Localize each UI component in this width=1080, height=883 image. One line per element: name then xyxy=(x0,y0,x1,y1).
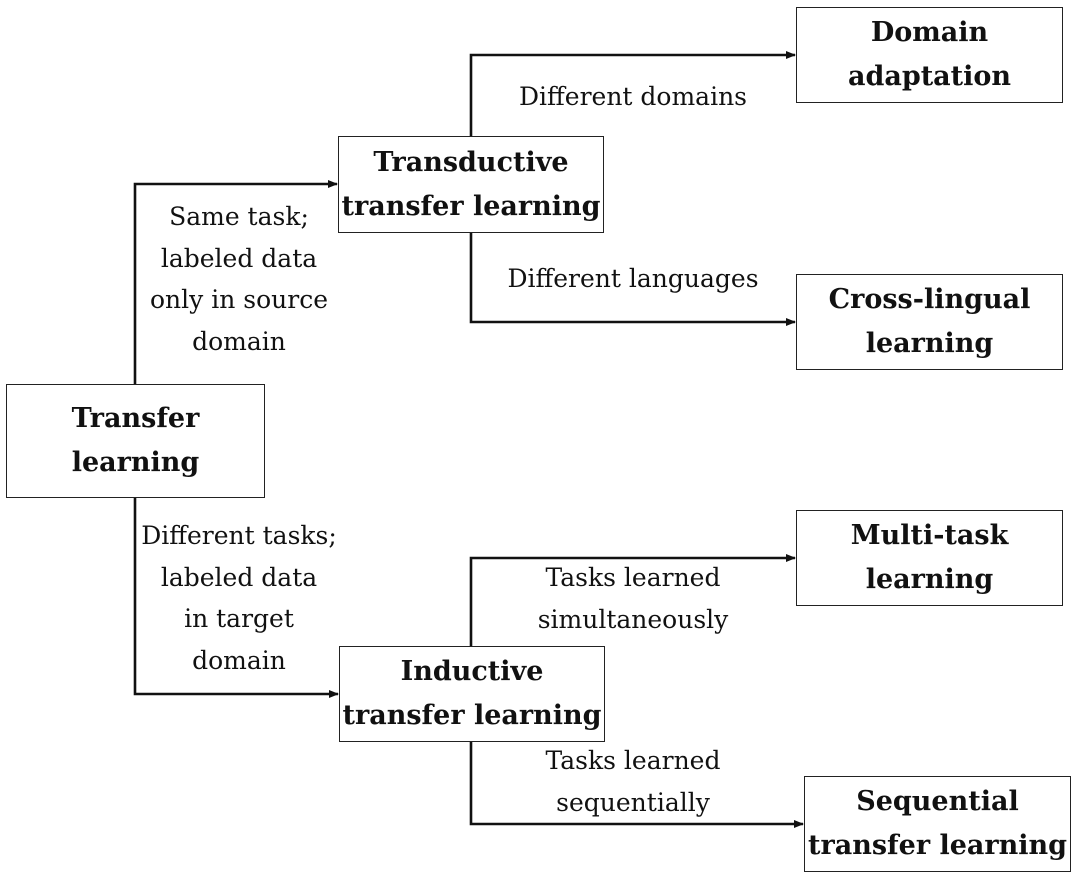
edge-label-different-domains: Different domains xyxy=(519,76,747,118)
node-multi-task-line-2: learning xyxy=(865,564,994,595)
node-domain-adaptation-line-1: Domain xyxy=(870,17,989,48)
edge-label-different-tasks-line-2: labeled data xyxy=(160,562,318,592)
edge-label-different-domains-line-1: Different domains xyxy=(518,82,748,111)
edge-label-same-task-line-2: labeled data xyxy=(160,243,318,273)
connector-inductive-to-sequential xyxy=(469,742,804,828)
node-cross-lingual-line-2: learning xyxy=(865,328,994,359)
edge-label-different-tasks-line-4: domain xyxy=(192,645,286,675)
node-cross-lingual-line-1: Cross-lingual xyxy=(828,284,1031,315)
connector-transductive-to-domain-adaptation xyxy=(469,51,796,136)
node-transductive-transfer-learning: Transductive transfer learning xyxy=(338,136,604,233)
edge-label-same-task-line-1: Same task; xyxy=(169,202,309,231)
edge-label-same-task-line-4: domain xyxy=(192,326,286,356)
node-transfer-learning-line-1: Transfer xyxy=(71,403,200,434)
connector-inductive-to-multi-task xyxy=(469,554,796,646)
edge-label-different-tasks-line-3: in target xyxy=(184,604,294,633)
edge-label-same-task-line-3: only in source xyxy=(150,285,328,314)
edge-label-tasks-sequentially: Tasks learned sequentially xyxy=(546,740,721,823)
edge-label-tasks-sequentially-line-1: Tasks learned xyxy=(545,746,721,775)
edge-label-same-task: Same task; labeled data only in source d… xyxy=(150,196,328,362)
edge-label-tasks-sequentially-line-2: sequentially xyxy=(556,787,710,817)
node-inductive-line-2: transfer learning xyxy=(342,700,602,731)
node-inductive-transfer-learning: Inductive transfer learning xyxy=(339,646,605,742)
node-multi-task-line-1: Multi-task xyxy=(850,520,1009,551)
node-inductive-line-1: Inductive xyxy=(400,656,544,687)
edge-label-different-tasks-line-1: Different tasks; xyxy=(141,521,337,550)
node-transfer-learning-line-2: learning xyxy=(71,447,200,478)
edge-label-different-languages: Different languages xyxy=(507,258,758,300)
node-transfer-learning: Transfer learning xyxy=(6,384,265,498)
connector-transductive-to-cross-lingual xyxy=(469,233,796,326)
edge-label-different-tasks: Different tasks; labeled data in target … xyxy=(141,515,337,681)
node-domain-adaptation: Domain adaptation xyxy=(796,7,1063,103)
node-sequential-line-1: Sequential xyxy=(856,786,1019,817)
node-domain-adaptation-line-2: adaptation xyxy=(847,61,1012,92)
edge-label-different-languages-line-1: Different languages xyxy=(507,264,759,293)
node-transductive-line-2: transfer learning xyxy=(341,190,601,222)
node-sequential-line-2: transfer learning xyxy=(808,830,1067,861)
edge-label-tasks-simultaneously: Tasks learned simultaneously xyxy=(538,557,729,640)
edge-label-tasks-simultaneously-line-2: simultaneously xyxy=(537,604,729,634)
node-transductive-line-1: Transductive xyxy=(373,146,569,178)
connector-root-to-transductive xyxy=(133,180,338,384)
edge-label-tasks-simultaneously-line-1: Tasks learned xyxy=(545,563,721,592)
node-cross-lingual-learning: Cross-lingual learning xyxy=(796,274,1063,370)
node-multi-task-learning: Multi-task learning xyxy=(796,510,1063,606)
node-sequential-transfer-learning: Sequential transfer learning xyxy=(804,776,1071,872)
connector-root-to-inductive xyxy=(133,498,339,698)
